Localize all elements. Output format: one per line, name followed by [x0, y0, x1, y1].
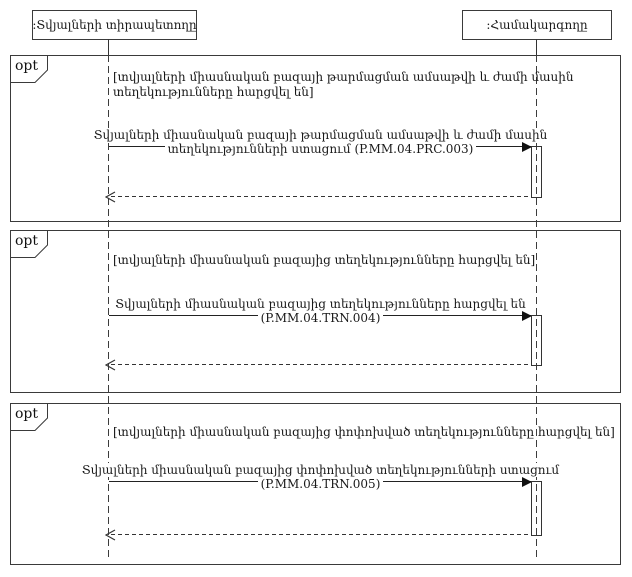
opt-fragment-1: opt [տվյալների միասնական բազայի թարմացմա…	[10, 55, 621, 222]
actor-box-coordinator: :Համակարգողը	[462, 10, 612, 40]
actor-label: :Տվյալների տիրապետողը	[32, 18, 197, 32]
return-arrow-line	[111, 534, 532, 535]
return-arrowhead-icon	[105, 529, 116, 541]
message-arrowhead-icon	[522, 477, 532, 487]
return-arrow-line	[111, 196, 532, 197]
opt-operator-label: opt	[15, 406, 39, 422]
lifeline-data-owner	[108, 55, 109, 560]
guard-condition: [տվյալների միասնական բազայի թարմացման ամ…	[113, 70, 574, 99]
opt-tab-shape	[10, 403, 48, 431]
opt-fragment-3: opt [տվյալների միասնական բազայից փոփոխվա…	[10, 403, 621, 565]
opt-operator-label: opt	[15, 58, 39, 74]
message-label: Տվյալների միասնական բազայից տեղեկություն…	[109, 297, 532, 325]
activation-bar	[531, 315, 542, 366]
guard-condition: [տվյալների միասնական բազայից տեղեկությու…	[113, 253, 536, 267]
message-label: Տվյալների միասնական բազայից փոփոխված տեղ…	[78, 463, 563, 491]
message-arrowhead-icon	[522, 311, 532, 321]
activation-bar	[531, 481, 542, 536]
guard-condition: [տվյալների միասնական բազայից փոփոխված տե…	[113, 425, 615, 439]
message-label: Տվյալների միասնական բազայի թարմացման ամս…	[90, 128, 551, 156]
return-arrow-line	[111, 364, 532, 365]
return-arrowhead-icon	[105, 191, 116, 203]
actor-connector-line	[108, 39, 109, 55]
actor-box-data-owner: :Տվյալների տիրապետողը	[32, 10, 197, 40]
return-arrowhead-icon	[105, 359, 116, 371]
message-arrowhead-icon	[522, 142, 532, 152]
actor-label: :Համակարգողը	[486, 18, 588, 32]
actor-connector-line	[536, 39, 537, 55]
opt-operator-label: opt	[15, 233, 39, 249]
lifeline-coordinator	[536, 55, 537, 560]
activation-bar	[531, 146, 542, 198]
opt-tab-shape	[10, 55, 48, 83]
opt-fragment-2: opt [տվյալների միասնական բազայից տեղեկու…	[10, 230, 621, 393]
opt-tab-shape	[10, 230, 48, 258]
